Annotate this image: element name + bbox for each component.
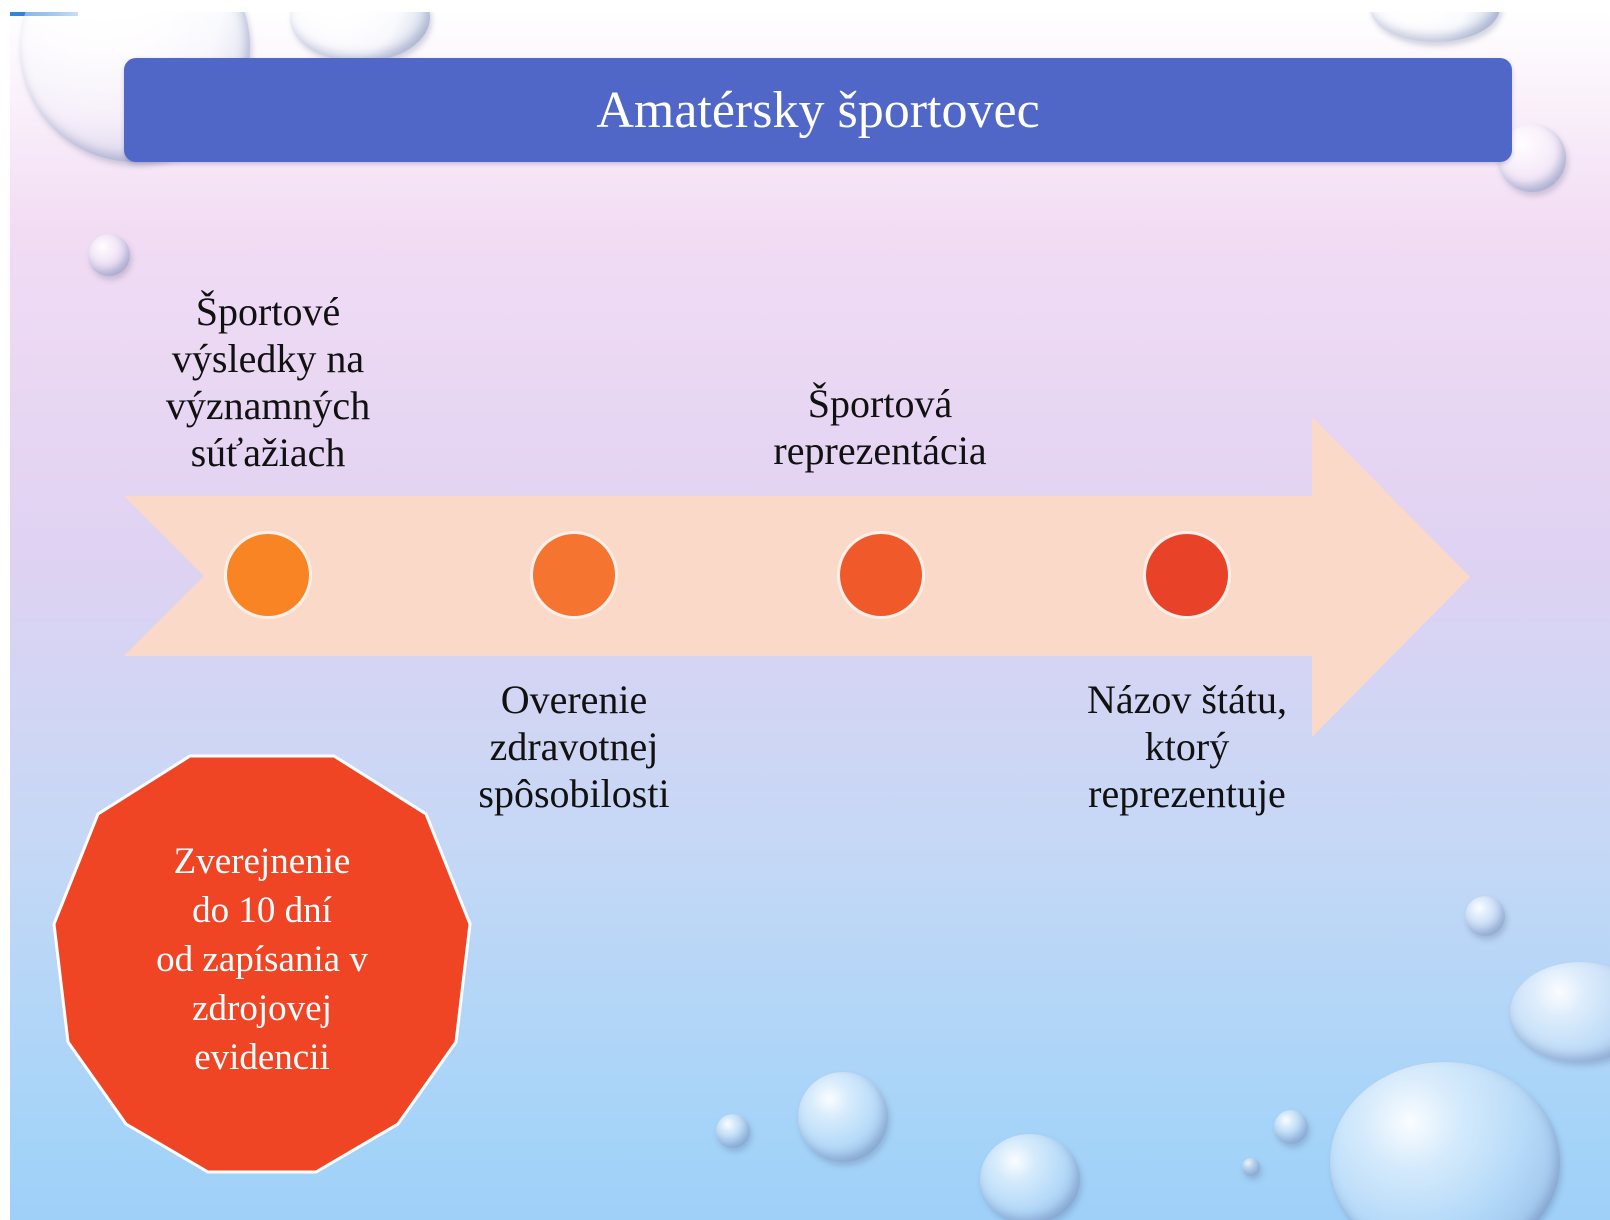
timeline-arrow	[124, 417, 1470, 737]
callout-text: Zverejnenie do 10 dní od zapísania v zdr…	[156, 841, 368, 1078]
timeline-dot-3	[840, 534, 922, 616]
bubble-decoration	[1274, 1110, 1308, 1144]
callout-octagon	[52, 754, 472, 1174]
timeline-label-3: Športová reprezentácia	[773, 381, 987, 473]
bubble-decoration	[88, 234, 130, 276]
bubble-decoration	[980, 1134, 1080, 1220]
bubble-decoration	[1465, 896, 1505, 936]
slide-title: Amatérsky športovec	[596, 81, 1040, 139]
bubble-decoration	[1330, 1062, 1560, 1220]
timeline-dot-2	[533, 534, 615, 616]
timeline-label-2: Overenie zdravotnej spôsobilosti	[478, 677, 670, 816]
timeline-dot-4	[1146, 534, 1228, 616]
slide: Amatérsky športovec Športové výsledky na…	[10, 12, 1610, 1220]
timeline-arrow-shape	[124, 417, 1470, 737]
bubble-decoration	[798, 1072, 888, 1162]
title-banner: Amatérsky športovec	[124, 58, 1512, 162]
timeline-label-4: Názov štátu, ktorý reprezentuje	[1087, 677, 1287, 816]
timeline-dot-1	[227, 534, 309, 616]
bubble-decoration	[716, 1114, 750, 1148]
bubble-decoration	[1242, 1158, 1260, 1176]
timeline-label-1: Športové výsledky na významných súťažiac…	[165, 289, 371, 475]
